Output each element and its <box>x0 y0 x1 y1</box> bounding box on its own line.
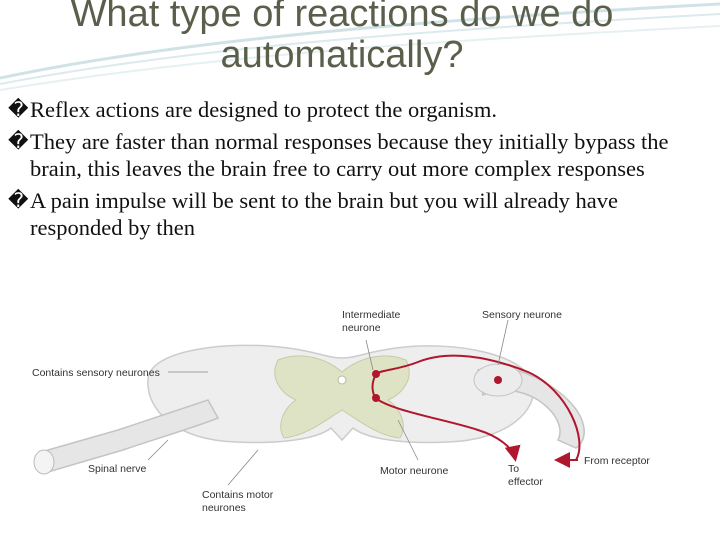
bullet-text: They are faster than normal responses be… <box>30 129 669 181</box>
label-from-receptor: From receptor <box>584 455 650 467</box>
spinal-nerve-left <box>39 399 220 473</box>
neurone-cell-body <box>372 394 380 402</box>
bullet-item: � Reflex actions are designed to protect… <box>8 96 708 123</box>
label-motor-neurone: Motor neurone <box>380 465 448 477</box>
label-sensory-neurone: Sensory neurone <box>482 309 562 321</box>
label-spinal-nerve: Spinal nerve <box>88 463 147 475</box>
bullet-text: A pain impulse will be sent to the brain… <box>30 188 618 240</box>
label-intermediate-line-2: neurone <box>342 322 381 334</box>
label-contains-sensory: Contains sensory neurones <box>32 367 160 379</box>
leader-line <box>147 439 169 461</box>
leader-line <box>365 339 374 371</box>
bullet-glyph: � <box>8 97 29 121</box>
sensory-pathway <box>375 354 581 461</box>
label-intermediate-line-1: Intermediate <box>342 309 401 321</box>
neurone-cell-body <box>372 370 380 378</box>
central-canal <box>337 375 347 385</box>
label-contains-motor-line-2: neurones <box>202 502 246 514</box>
bullet-list: � Reflex actions are designed to protect… <box>8 96 708 246</box>
reflex-arc-diagram: Intermediate neurone Sensory neurone Con… <box>32 309 650 514</box>
bullet-glyph: � <box>8 188 29 212</box>
slide-title-line-1: What type of reactions do we do <box>70 0 614 35</box>
label-contains-motor-line-1: Contains motor <box>202 489 274 501</box>
bullet-glyph: � <box>8 129 29 153</box>
spinal-nerve-cut-end <box>33 449 55 475</box>
slide-title-line-2: automatically? <box>220 34 464 76</box>
neurone-cell-body <box>494 376 502 384</box>
leader-line <box>497 319 509 366</box>
bullet-item: � They are faster than normal responses … <box>8 128 708 182</box>
leader-line <box>397 419 419 461</box>
slide-title: What type of reactions do we do automati… <box>0 0 684 76</box>
bullet-item: � A pain impulse will be sent to the bra… <box>8 187 708 241</box>
motor-pathway <box>375 397 521 462</box>
label-to: To <box>508 463 519 475</box>
label-effector: effector <box>508 476 543 488</box>
background-swoosh <box>0 2 720 91</box>
leader-line <box>227 449 259 486</box>
bullet-text: Reflex actions are designed to protect t… <box>30 97 497 122</box>
